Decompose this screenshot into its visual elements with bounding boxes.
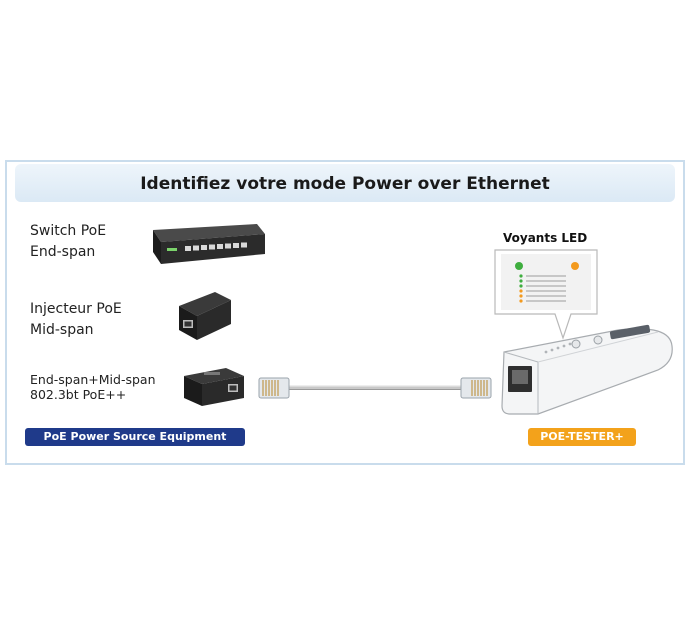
- label-injector-line2: Mid-span: [30, 322, 94, 338]
- led-callout-image: [494, 249, 598, 340]
- poe-tester-image: [501, 324, 673, 415]
- badge-poe-source: PoE Power Source Equipment: [25, 428, 245, 446]
- ethernet-cable-image: [258, 377, 492, 399]
- led-orange-icon: [571, 262, 579, 270]
- badge-poe-tester: POE-TESTER+: [528, 428, 636, 446]
- label-endspan-midspan: End-span+Mid-span 802.3bt PoE++: [30, 372, 156, 402]
- poe-endspan-midspan-image: [184, 368, 244, 406]
- diagram-title: Identifiez votre mode Power over Etherne…: [140, 174, 550, 194]
- label-switch-line2: End-span: [30, 244, 96, 260]
- rj45-plug-right-icon: [460, 377, 492, 399]
- led-green-icon: [515, 262, 523, 270]
- rj45-plug-left-icon: [258, 377, 290, 399]
- label-switch-line1: Switch PoE: [30, 223, 107, 239]
- label-injector-line1: Injecteur PoE: [30, 301, 122, 317]
- title-bar: Identifiez votre mode Power over Etherne…: [15, 164, 675, 202]
- brand-logo-icon: [609, 324, 651, 340]
- poe-injector-image: [179, 292, 231, 340]
- label-endspan-line1: End-span+Mid-span: [30, 372, 156, 387]
- label-endspan-line2: 802.3bt PoE++: [30, 387, 127, 402]
- poe-switch-image: [153, 224, 265, 264]
- led-panel-title: Voyants LED: [503, 231, 588, 245]
- label-injector: Injecteur PoE Mid-span: [30, 299, 122, 341]
- label-switch: Switch PoE End-span: [30, 221, 106, 263]
